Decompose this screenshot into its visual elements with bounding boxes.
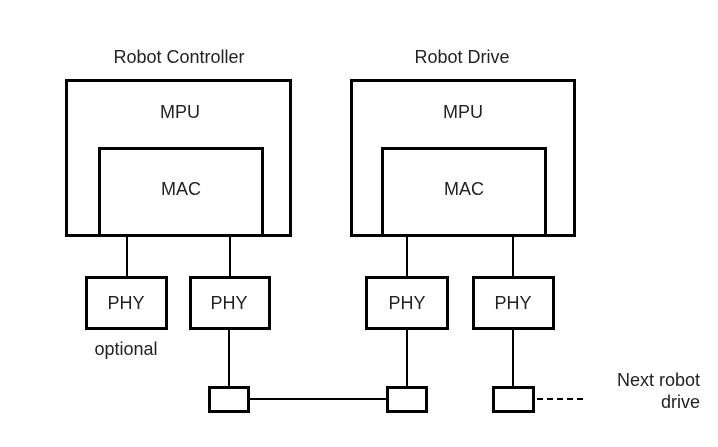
robot-drive-mpu-label: MPU [443, 102, 483, 122]
robot-controller-phy-left-box [85, 276, 168, 330]
robot-drive-caption: Robot Drive [414, 47, 510, 67]
robot-drive-mac-label: MAC [444, 179, 484, 199]
robot-drive-phy-left-box [365, 276, 449, 330]
robot-drive-phy-right-to-connector-line [512, 330, 514, 387]
robot-controller-phy-left-label: PHY [107, 293, 145, 313]
robot-controller-mac-label: MAC [161, 179, 201, 199]
next-robot-drive-label: Next robot drive [616, 370, 700, 412]
robot-controller-mpu-label: MPU [160, 102, 200, 122]
robot-controller-caption: Robot Controller [113, 47, 245, 67]
robot-drive-mac-box [381, 147, 547, 237]
robot-controller-phy-left-note: optional [94, 339, 158, 359]
robot-drive-mac-to-phy-right-line [512, 236, 514, 277]
robot-drive-phy-right-box [472, 276, 555, 330]
robot-controller-mac-to-phy-right-line [229, 236, 231, 277]
connector-bus-line [250, 398, 386, 400]
connector-box-3 [492, 386, 535, 413]
next-robot-drive-dashed-line [537, 398, 583, 400]
robot-controller-phy-right-box [189, 276, 271, 330]
robot-controller-mac-box [98, 147, 264, 237]
robot-drive-phy-right-label: PHY [494, 293, 532, 313]
robot-drive-phy-left-to-connector-line [406, 330, 408, 387]
connector-box-2 [386, 386, 428, 413]
robot-controller-phy-right-label: PHY [210, 293, 248, 313]
connector-box-1 [208, 386, 250, 413]
robot-drive-phy-left-label: PHY [388, 293, 426, 313]
robot-controller-mac-to-phy-left-line [126, 236, 128, 277]
robot-drive-mac-to-phy-left-line [406, 236, 408, 277]
robot-controller-phy-right-to-connector-line [228, 330, 230, 387]
